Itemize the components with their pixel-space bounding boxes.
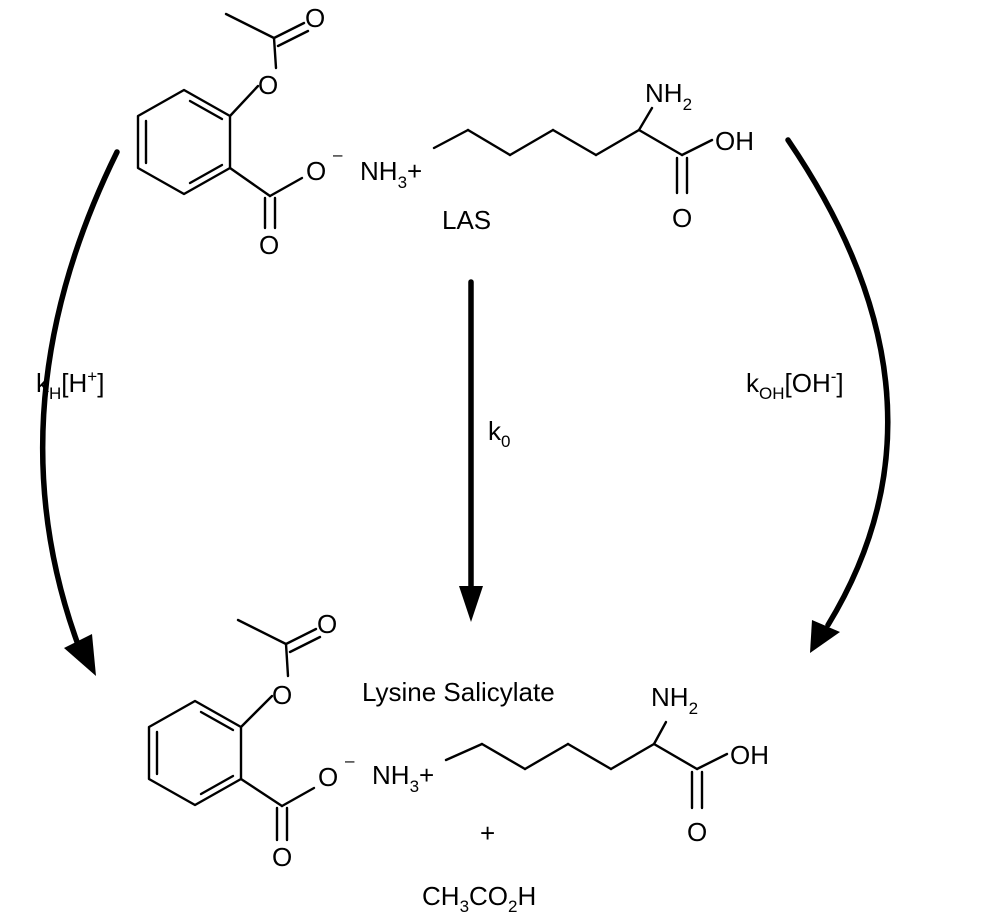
product-ester-oxygen: O bbox=[272, 680, 292, 710]
reactant-acetylsalicylate bbox=[136, 12, 310, 230]
reactant-acid-oxygen: O bbox=[672, 203, 692, 233]
product-negative-charge: – bbox=[345, 751, 355, 770]
benzene-ring bbox=[147, 699, 243, 807]
reactant-lysine-chain bbox=[432, 106, 714, 195]
reactant-ammonium-label: NH3+ bbox=[360, 156, 422, 192]
base-rate-label: kOH[OH-] bbox=[746, 367, 844, 403]
benzene-ring bbox=[136, 88, 232, 196]
reactant-carboxylate-double-oxygen: O bbox=[259, 230, 279, 260]
reactant-negative-charge: – bbox=[333, 145, 343, 164]
product-acetylsalicylate bbox=[147, 618, 322, 842]
neutral-rate-label: k0 bbox=[488, 416, 510, 451]
base-pathway-arrow bbox=[785, 137, 891, 653]
product-amine-label: NH2 bbox=[651, 682, 698, 718]
reactant-amine-label: NH2 bbox=[645, 78, 692, 114]
acid-pathway-arrow bbox=[39, 149, 120, 676]
product-ammonium-label: NH3+ bbox=[372, 760, 434, 796]
neutral-pathway-arrow bbox=[459, 279, 483, 622]
reactant-carboxylate-oxygen: O bbox=[306, 156, 326, 186]
product-lysine-chain bbox=[444, 720, 729, 810]
product-acid-oxygen: O bbox=[687, 817, 707, 847]
product-name: Lysine Salicylate bbox=[362, 677, 555, 707]
acetic-acid-label: CH3CO2H bbox=[422, 881, 536, 916]
acid-rate-label: kH[H+] bbox=[36, 367, 104, 403]
reactant-name: LAS bbox=[442, 205, 491, 235]
reactant-carbonyl-oxygen: O bbox=[305, 3, 325, 33]
product-carbonyl-oxygen: O bbox=[317, 609, 337, 639]
reactant-ester-oxygen: O bbox=[258, 70, 278, 100]
product-carboxylate-double-oxygen: O bbox=[272, 842, 292, 872]
reactant-acid-hydroxyl: OH bbox=[715, 126, 754, 156]
product-acid-hydroxyl: OH bbox=[730, 740, 769, 770]
plus-sign: + bbox=[480, 818, 495, 848]
product-carboxylate-oxygen: O bbox=[318, 762, 338, 792]
